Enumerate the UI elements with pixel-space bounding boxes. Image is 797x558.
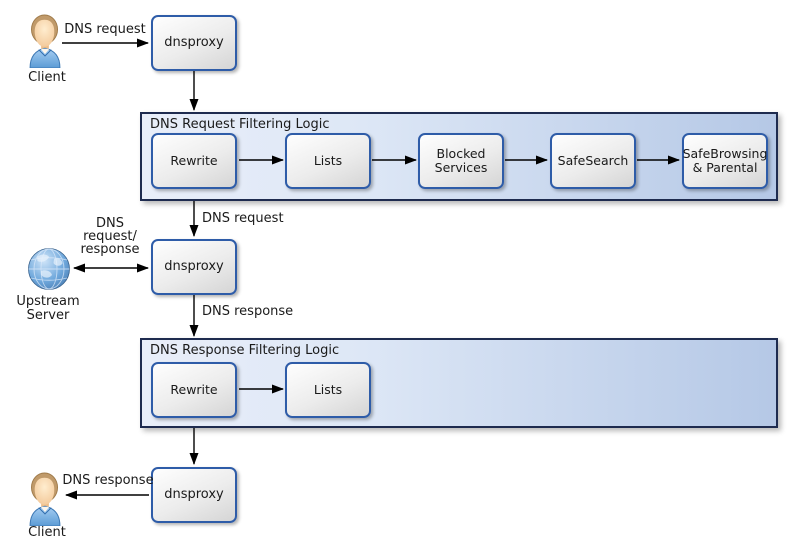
step-lists-response: Lists [285,362,371,418]
step-rewrite-request: Rewrite [151,133,237,189]
edge-label-dns-response-bottom: DNS response [62,473,154,488]
dnsproxy-node-middle: dnsproxy [151,239,237,295]
dnsproxy-node-bottom: dnsproxy [151,467,237,523]
response-filter-title: DNS Response Filtering Logic [150,343,340,358]
person-icon [29,14,61,68]
person-icon [29,472,61,526]
step-safebrowsing-parental: SafeBrowsing & Parental [682,133,768,189]
response-filter-container: DNS Response Filtering Logic [140,338,778,428]
step-safesearch: SafeSearch [550,133,636,189]
upstream-server-label: Upstream Server [16,294,80,323]
step-rewrite-response: Rewrite [151,362,237,418]
client-bottom-label: Client [28,525,66,540]
edge-label-dns-request-top: DNS request [64,22,146,37]
client-top-label: Client [28,70,66,85]
edge-label-dns-request-mid: DNS request [202,211,284,226]
dnsproxy-node-top: dnsproxy [151,15,237,71]
edge-label-upstream: DNS request/ response [80,216,140,257]
edge-label-dns-response-mid: DNS response [202,304,294,319]
step-lists-request: Lists [285,133,371,189]
step-blocked-services: Blocked Services [418,133,504,189]
globe-icon [28,248,70,290]
request-filter-title: DNS Request Filtering Logic [150,117,330,132]
